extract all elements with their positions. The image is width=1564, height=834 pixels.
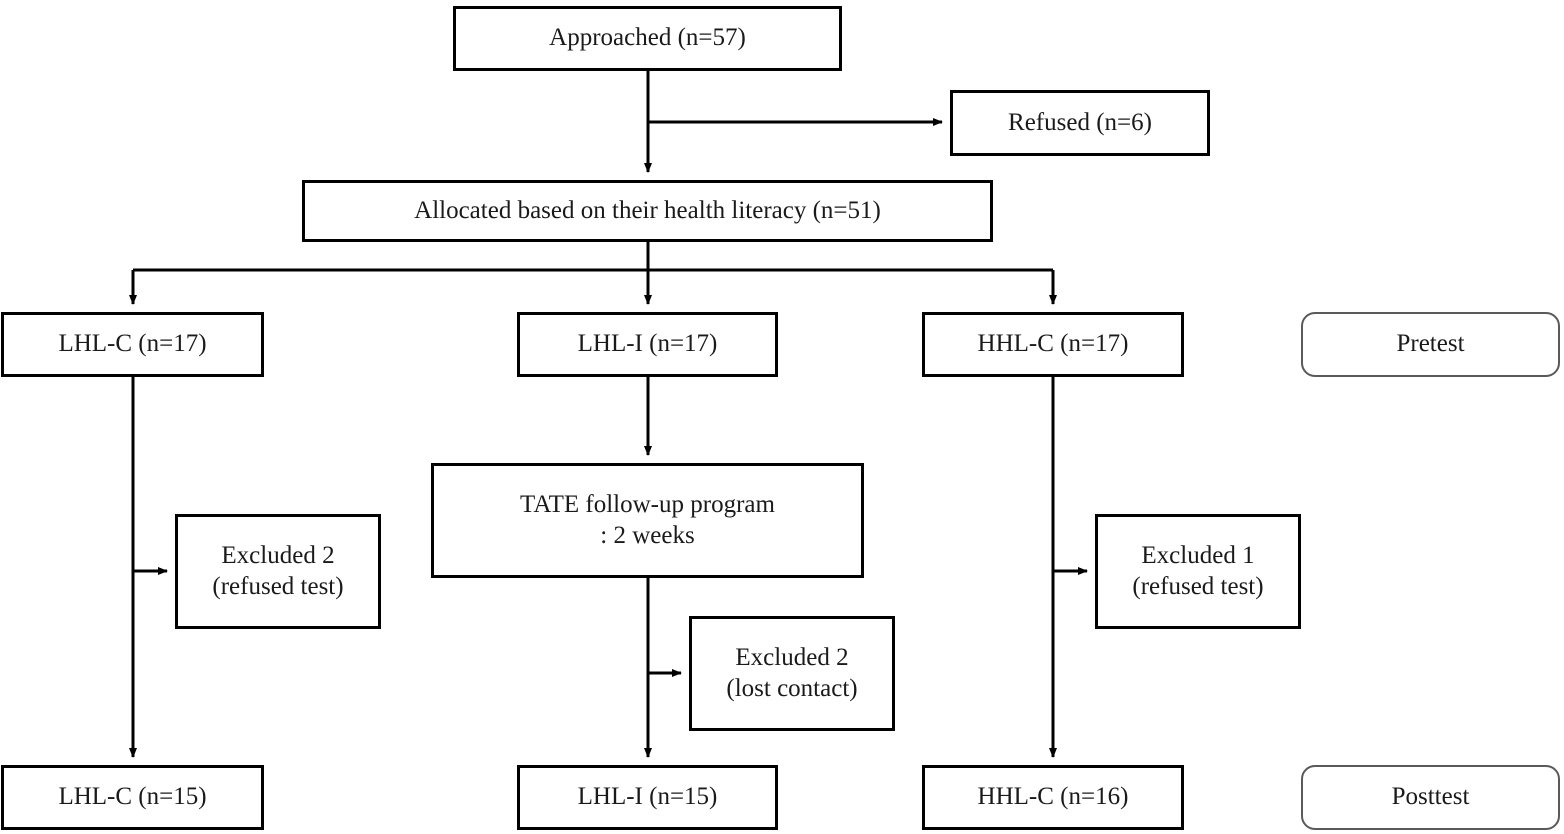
edge-hhl-c-column <box>1049 377 1088 758</box>
node-refused-label: Refused (n=6) <box>1008 108 1152 136</box>
node-hhl-c-posttest-label: HHL-C (n=16) <box>977 783 1129 811</box>
node-hhl-c-pretest-label: HHL-C (n=17) <box>977 330 1129 358</box>
node-allocated[interactable]: Allocated based on their health literacy… <box>302 180 993 242</box>
node-lhl-i-posttest[interactable]: LHL-I (n=15) <box>517 765 778 830</box>
node-hhl-c-pretest[interactable]: HHL-C (n=17) <box>922 312 1184 377</box>
node-excluded-lhl-c-label: Excluded 2 (refused test) <box>212 542 344 600</box>
node-excluded-lhl-c[interactable]: Excluded 2 (refused test) <box>175 514 381 629</box>
node-approached-label: Approached (n=57) <box>549 24 746 52</box>
node-refused[interactable]: Refused (n=6) <box>950 90 1210 156</box>
node-posttest-stage[interactable]: Posttest <box>1301 765 1560 830</box>
node-excluded-hhl-c[interactable]: Excluded 1 (refused test) <box>1095 514 1301 629</box>
node-excluded-hhl-c-label: Excluded 1 (refused test) <box>1132 542 1264 600</box>
node-lhl-c-pretest[interactable]: LHL-C (n=17) <box>1 312 264 377</box>
node-excluded-lhl-i-label: Excluded 2 (lost contact) <box>726 644 858 702</box>
node-lhl-c-posttest-label: LHL-C (n=15) <box>58 783 207 811</box>
node-approached[interactable]: Approached (n=57) <box>453 6 842 71</box>
node-lhl-c-posttest[interactable]: LHL-C (n=15) <box>1 765 264 830</box>
node-lhl-c-pretest-label: LHL-C (n=17) <box>58 330 207 358</box>
node-lhl-i-pretest-label: LHL-I (n=17) <box>577 330 718 358</box>
edge-lhl-c-column <box>129 377 168 758</box>
node-lhl-i-pretest[interactable]: LHL-I (n=17) <box>517 312 778 377</box>
node-tate-program[interactable]: TATE follow-up program : 2 weeks <box>431 463 864 578</box>
edge-tate-column <box>644 578 682 758</box>
node-lhl-i-posttest-label: LHL-I (n=15) <box>577 783 718 811</box>
node-pretest-stage-label: Pretest <box>1396 330 1465 358</box>
node-tate-program-label: TATE follow-up program : 2 weeks <box>520 491 775 549</box>
node-allocated-label: Allocated based on their health literacy… <box>414 196 881 224</box>
node-hhl-c-posttest[interactable]: HHL-C (n=16) <box>922 765 1184 830</box>
node-posttest-stage-label: Posttest <box>1391 783 1470 811</box>
node-pretest-stage[interactable]: Pretest <box>1301 312 1560 377</box>
node-excluded-lhl-i[interactable]: Excluded 2 (lost contact) <box>689 616 895 731</box>
edge-allocated-split <box>129 242 1057 305</box>
